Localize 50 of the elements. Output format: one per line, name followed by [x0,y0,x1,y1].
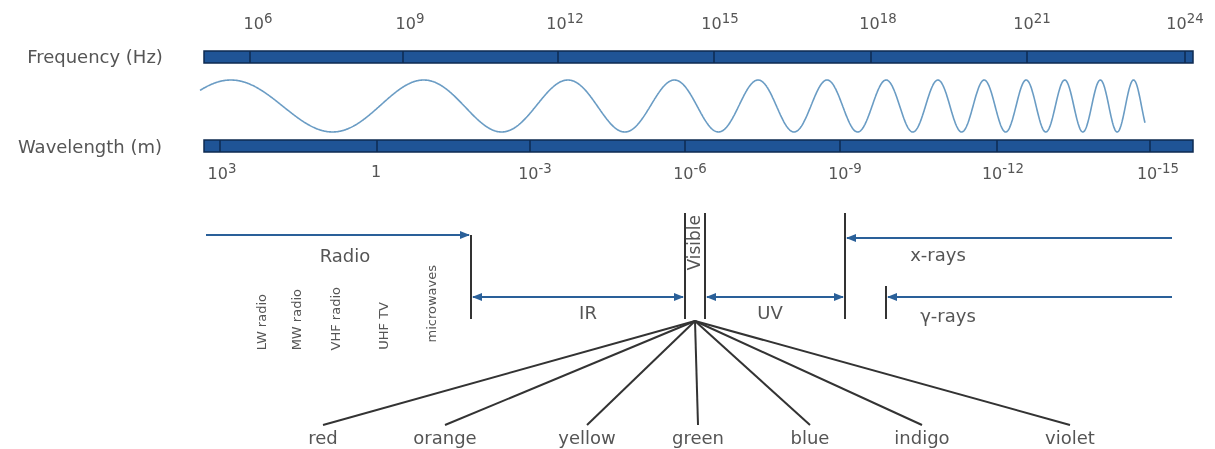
boundary-line [844,213,846,319]
tick-label: 10$^{24}$ [1166,11,1204,33]
tick-label: 10$^{15}$ [701,11,739,33]
edge-label: UV [757,304,783,322]
edge-label: γ-rays [920,307,976,325]
tick-label: 10$^{12}$ [546,11,584,33]
color-name: red [308,429,338,447]
tick-label: 10$^{-9}$ [828,161,862,183]
color-name: green [672,429,724,447]
leader-line [694,320,1071,426]
band-label: UHF TV [377,302,390,350]
tick-label: 10$^{6}$ [243,11,273,33]
tick-label: 10$^{21}$ [1013,11,1051,33]
boundary-line [470,235,472,319]
band-label: LW radio [255,293,268,350]
color-name: yellow [558,429,616,447]
leader-line [586,320,696,426]
color-name: indigo [894,429,950,447]
band-label: MW radio [290,288,303,350]
tick-label: 10$^{-12}$ [981,161,1025,183]
tick-label: 1 [370,164,382,180]
leader-line [694,320,923,426]
band-label: microwaves [425,264,438,342]
tick-label: 10$^{-6}$ [673,161,707,183]
visible-band [684,213,706,319]
leader-line [694,320,699,426]
axis-label: Frequency (Hz) [27,48,163,66]
edge-label: IR [579,304,597,322]
edge-label: x-rays [910,246,966,264]
edge-label: Radio [319,247,371,265]
arrow [206,231,470,239]
boundary-line [885,286,887,319]
tick-label: 10$^{9}$ [395,11,425,33]
band-label: Visible [686,215,704,271]
tick-label: 10$^{-15}$ [1136,161,1180,183]
tick-label: 10$^{3}$ [207,161,237,183]
color-name: orange [413,429,477,447]
arrow [472,293,684,301]
arrow [706,293,844,301]
arrow [846,234,1172,242]
leader-line [322,320,696,426]
tick-label: 10$^{-3}$ [518,161,552,183]
leader-line [694,320,811,426]
arrow [887,293,1172,301]
axis-label: Wavelength (m) [17,138,163,156]
band-label: VHF radio [329,286,342,350]
tick-label: 10$^{18}$ [859,11,897,33]
color-name: blue [790,429,830,447]
color-name: violet [1045,429,1095,447]
leader-line [444,320,696,426]
